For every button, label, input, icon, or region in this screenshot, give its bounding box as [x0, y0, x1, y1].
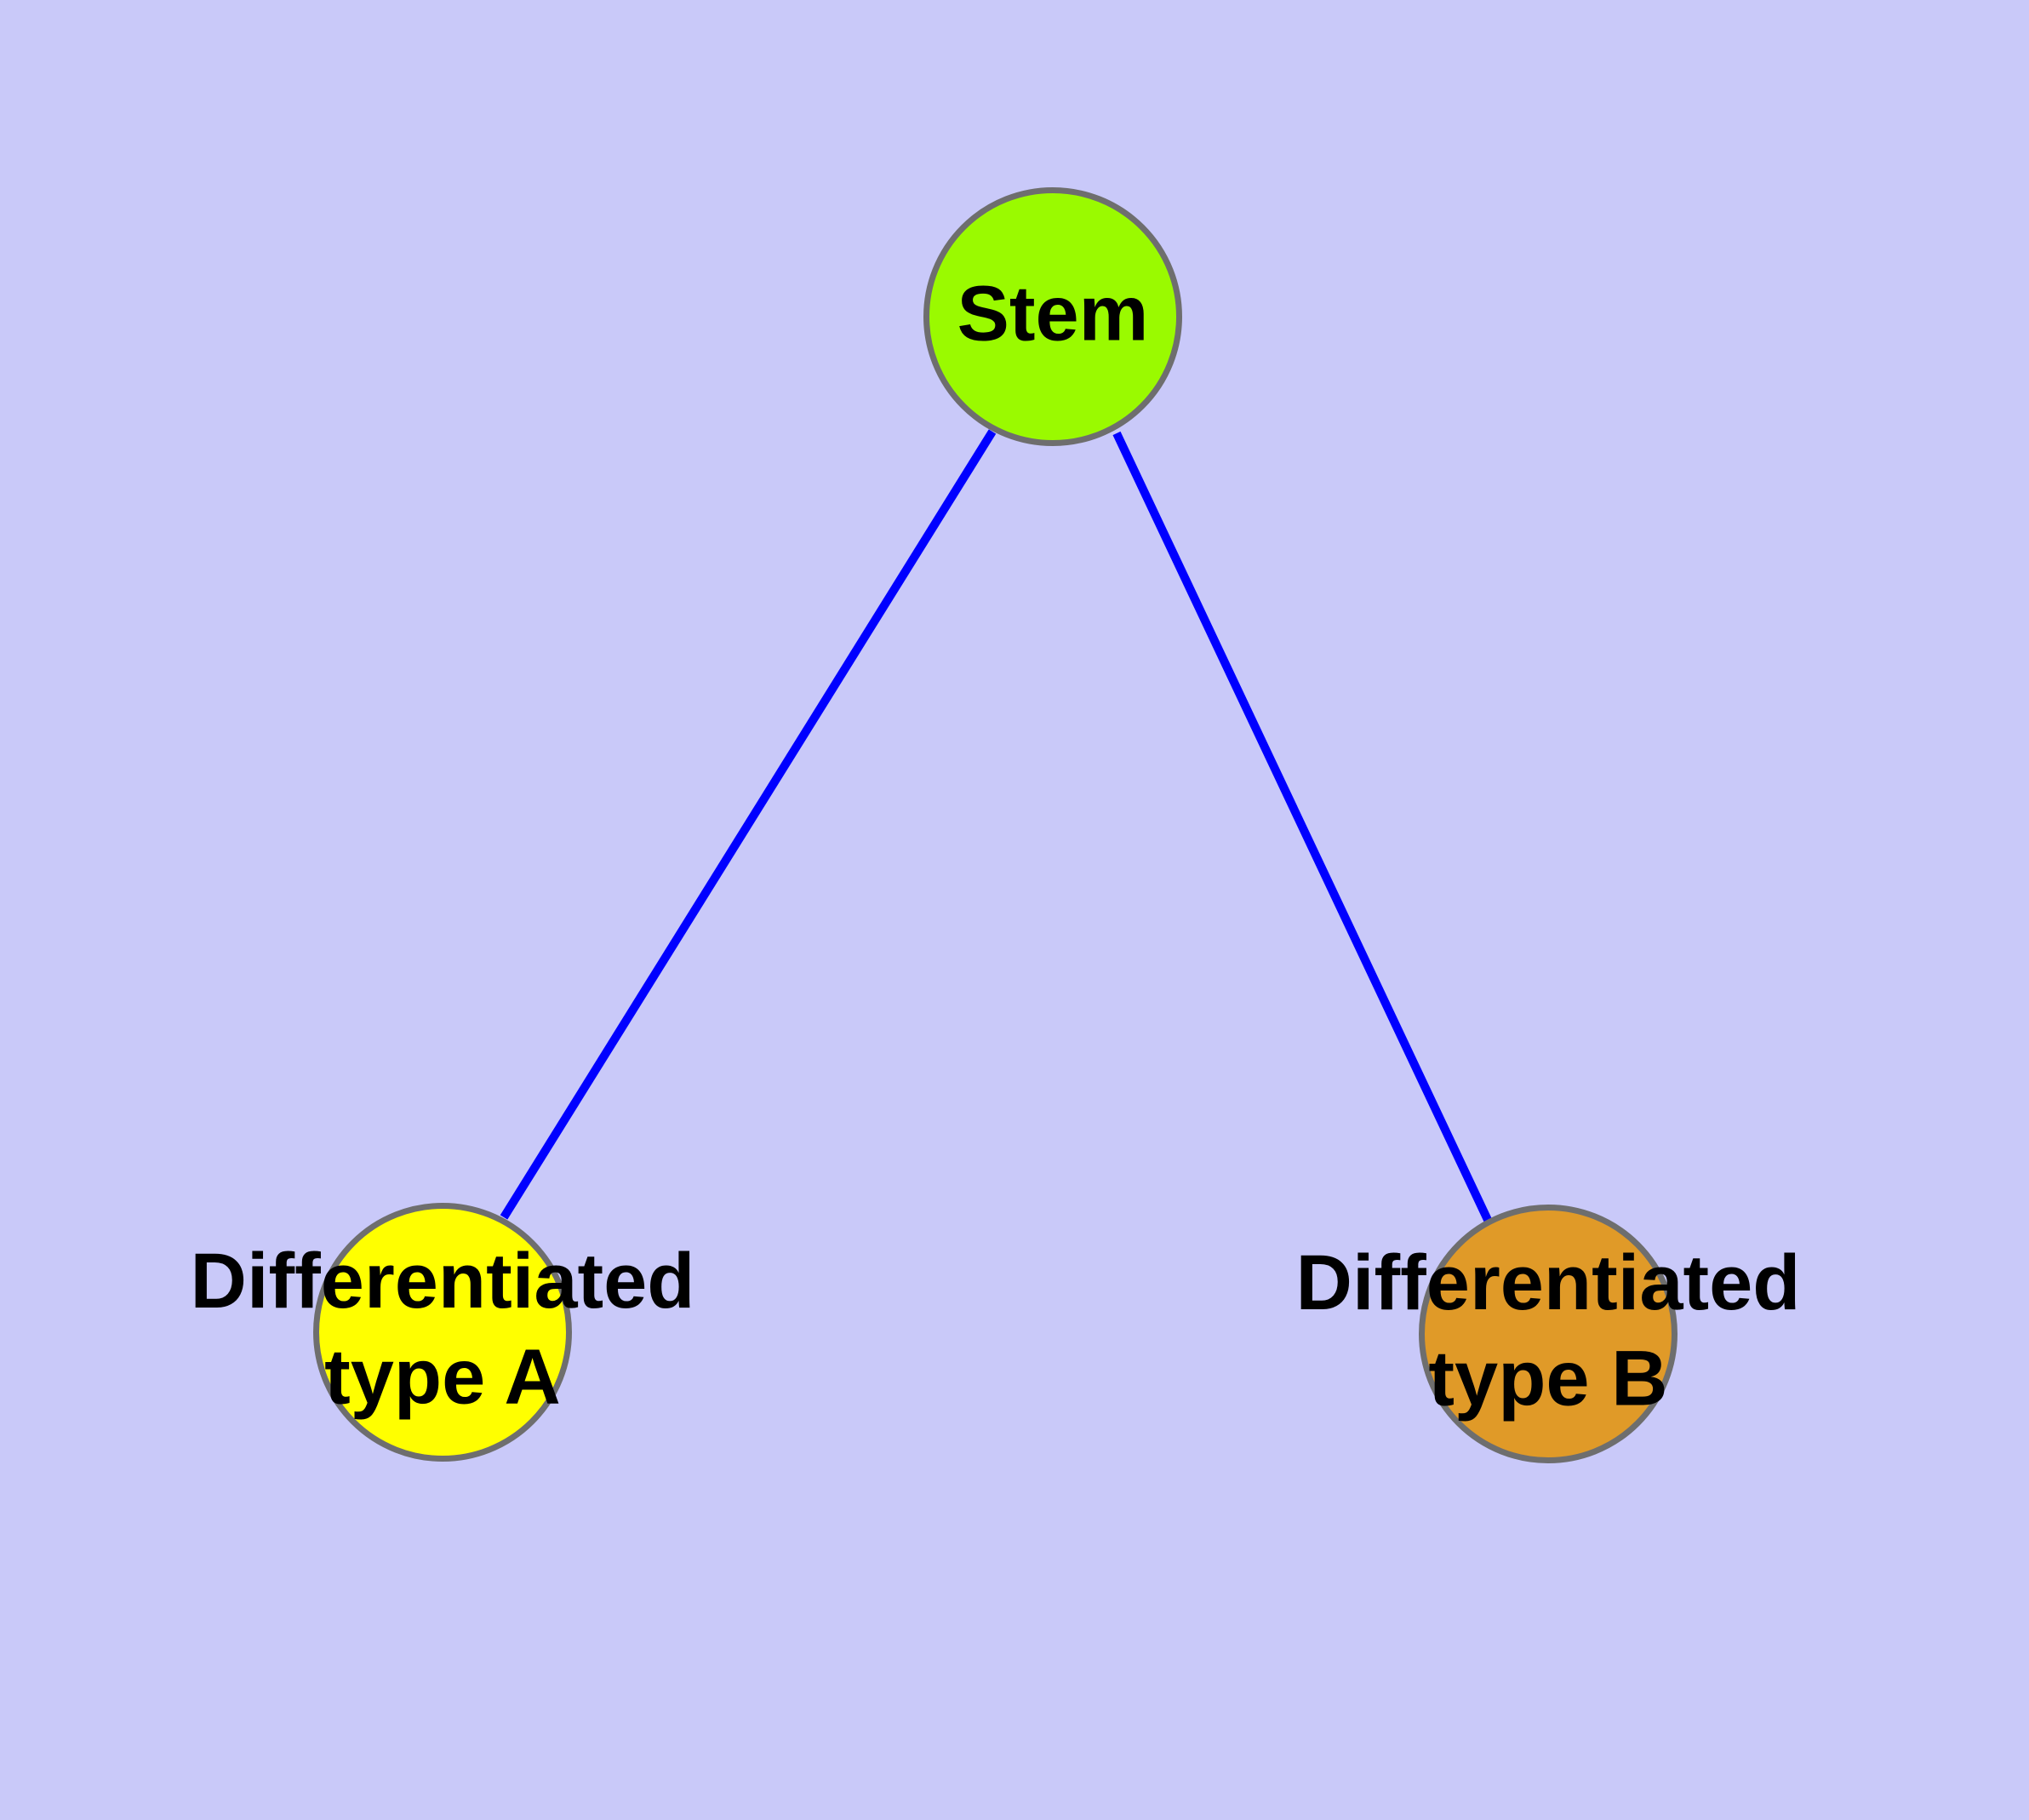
edge-stem-to-differentiated-type-a[interactable] [500, 429, 997, 1220]
node-differentiated-type-b-label-line1: Differentiated [1296, 1239, 1801, 1326]
edge-stem-to-differentiated-type-b[interactable] [1112, 431, 1492, 1222]
node-differentiated-type-a-label-line1: Differentiated [191, 1238, 695, 1325]
node-differentiated-type-b[interactable]: Differentiated type B [1296, 1205, 1801, 1463]
edges-group [500, 429, 1492, 1222]
node-differentiated-type-b-label-line2: type B [1428, 1335, 1667, 1422]
node-differentiated-type-a-circle[interactable] [313, 1203, 572, 1462]
nodes-group: Stem Differentiated type A Differentiate… [191, 187, 1801, 1463]
node-differentiated-type-a[interactable]: Differentiated type A [191, 1203, 695, 1462]
node-differentiated-type-b-circle[interactable] [1419, 1205, 1677, 1463]
node-differentiated-type-a-label-line2: type A [324, 1333, 561, 1420]
node-stem-circle[interactable] [923, 187, 1182, 446]
node-stem[interactable]: Stem [923, 187, 1182, 446]
node-stem-label: Stem [957, 270, 1149, 357]
